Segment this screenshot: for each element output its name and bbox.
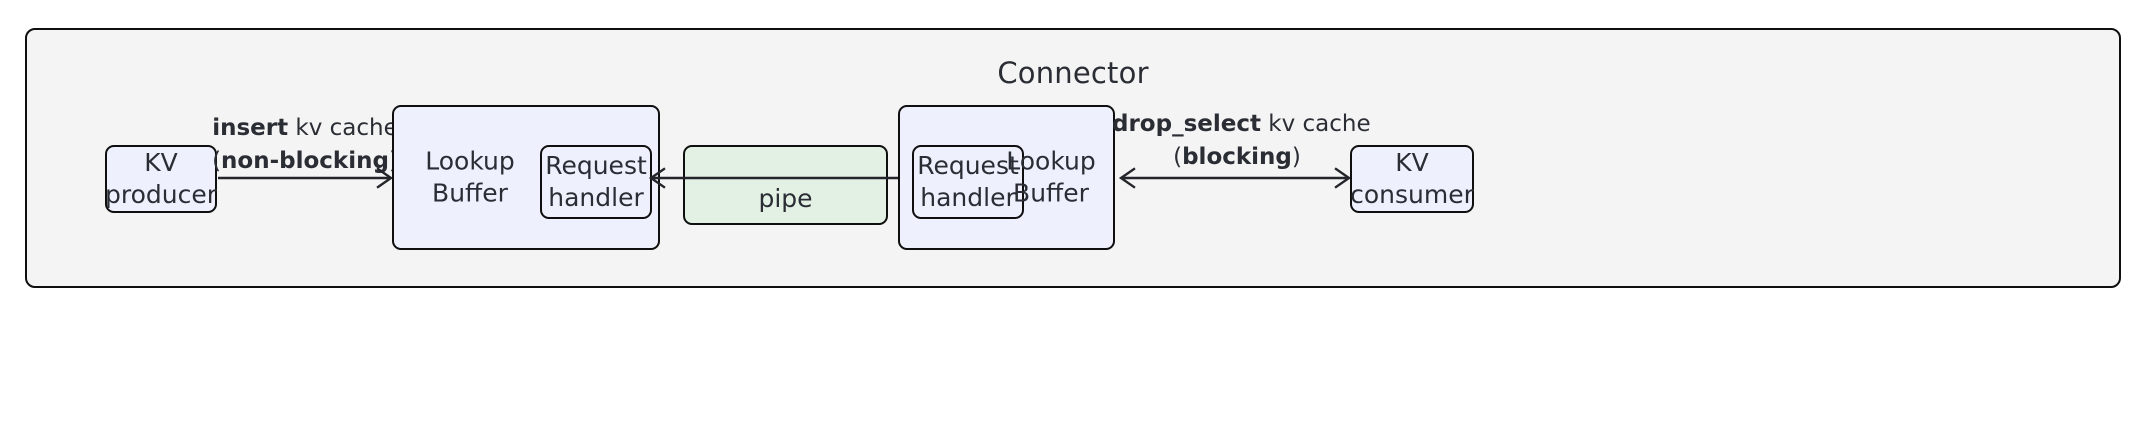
request-handler-left-line1: Request	[545, 150, 647, 180]
request-handler-right-line2: handler	[920, 183, 1016, 212]
kv-consumer-label: KV consumer	[1350, 147, 1474, 211]
pipe-label: pipe	[758, 184, 813, 213]
edge-drop-op: drop_select	[1112, 111, 1261, 137]
edge-insert-line1: insert kv cache	[210, 112, 400, 145]
kv-producer-line1: KV	[144, 148, 178, 177]
edge-insert-object: kv cache	[288, 115, 398, 141]
arrow-pipe-bidirectional	[648, 167, 916, 189]
request-handler-left-node: Request handler	[540, 145, 652, 219]
edge-drop-paren-close: )	[1291, 143, 1301, 170]
arrow-drop-select-bidirectional	[1118, 167, 1352, 189]
lookup-buffer-left-line2: Buffer	[432, 178, 508, 208]
request-handler-right-node: Request handler	[912, 145, 1024, 219]
edge-insert-op: insert	[212, 115, 289, 141]
request-handler-right-line1: Request	[917, 150, 1019, 180]
kv-consumer-node: KV consumer	[1350, 145, 1474, 213]
edge-drop-paren-open: (	[1173, 143, 1183, 170]
lookup-buffer-right-label: Lookup Buffer	[997, 145, 1105, 210]
edge-label-insert: insert kv cache (non-blocking)	[210, 112, 400, 177]
request-handler-left-label: Request handler	[545, 150, 647, 215]
edge-drop-mode: blocking	[1182, 143, 1292, 170]
request-handler-left-line2: handler	[548, 183, 644, 212]
edge-label-drop-select: drop_select kv cache (blocking)	[1112, 108, 1371, 174]
lookup-buffer-left-line1: Lookup	[425, 146, 515, 175]
connector-title: Connector	[997, 56, 1149, 90]
edge-drop-line2: (blocking)	[1112, 141, 1362, 174]
arrow-insert	[218, 167, 394, 189]
kv-producer-node: KV producer	[105, 145, 217, 213]
kv-producer-line2: producer	[105, 180, 218, 209]
request-handler-right-label: Request handler	[917, 150, 1019, 215]
edge-insert-paren-open: (	[212, 147, 222, 174]
lookup-buffer-left-node: Lookup Buffer Request handler	[392, 105, 660, 250]
edge-insert-mode: non-blocking	[221, 147, 389, 174]
edge-drop-object: kv cache	[1260, 111, 1371, 137]
lookup-buffer-right-line1: Lookup	[1006, 146, 1096, 175]
edge-drop-line1: drop_select kv cache	[1112, 108, 1371, 141]
pipe-node: pipe	[683, 145, 888, 225]
lookup-buffer-left-label: Lookup Buffer	[416, 145, 524, 210]
lookup-buffer-right-node: Request handler Lookup Buffer	[898, 105, 1115, 250]
kv-producer-label: KV producer	[105, 147, 217, 211]
kv-consumer-line2: consumer	[1350, 180, 1474, 209]
edge-insert-line2: (non-blocking)	[210, 145, 400, 178]
lookup-buffer-right-line2: Buffer	[1013, 178, 1089, 208]
kv-consumer-line1: KV	[1395, 148, 1429, 177]
